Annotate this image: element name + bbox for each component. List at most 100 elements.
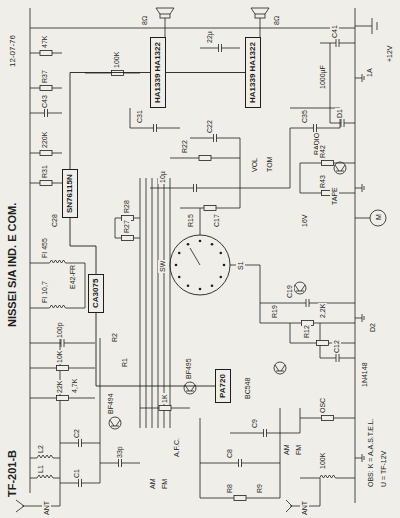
ic-type: PA720 xyxy=(218,374,228,398)
component-label: E42-FR xyxy=(68,264,77,290)
capacitor-symbol xyxy=(344,119,345,127)
wire xyxy=(60,483,79,484)
component-label: R2 xyxy=(110,332,119,343)
wire xyxy=(69,398,96,399)
coil-symbol xyxy=(50,305,66,308)
component-label: D1 xyxy=(335,108,344,119)
transistor-base xyxy=(186,391,194,392)
transistor-symbol xyxy=(109,417,121,429)
component-label: 1A xyxy=(365,67,374,78)
antenna-symbol xyxy=(16,500,24,512)
capacitor-symbol xyxy=(153,124,154,132)
capacitor-symbol xyxy=(156,124,157,132)
switch-contact xyxy=(187,284,190,287)
wire xyxy=(355,218,370,219)
wire xyxy=(180,208,204,209)
meter-symbol xyxy=(370,210,386,226)
wire xyxy=(300,163,322,164)
wire xyxy=(115,238,122,239)
capacitor-symbol xyxy=(341,119,342,127)
wire xyxy=(290,343,317,344)
wire xyxy=(300,163,301,193)
component-label: R19 xyxy=(270,304,279,319)
signal-wire xyxy=(166,72,245,73)
wire xyxy=(48,113,63,114)
switch-contact xyxy=(211,243,214,246)
wire xyxy=(336,478,356,479)
component-label: R9 xyxy=(255,483,264,494)
resistor-symbol xyxy=(40,51,52,56)
ground-symbol xyxy=(362,454,363,462)
wire xyxy=(267,433,301,434)
component-label: R1 xyxy=(120,357,129,368)
wire xyxy=(190,138,214,139)
wire xyxy=(330,43,331,123)
ic-package: HA1339 HA1322 xyxy=(150,37,166,108)
component-label: R31 xyxy=(40,164,49,179)
capacitor-symbol xyxy=(336,39,337,47)
wire xyxy=(100,463,119,464)
wire xyxy=(290,108,340,128)
transistor-base xyxy=(296,291,304,292)
switch-contact xyxy=(219,252,222,255)
component-label: C19 xyxy=(285,284,294,299)
transistor-emitter xyxy=(341,165,345,171)
component-label: FM xyxy=(160,478,169,490)
component-label: 22µ xyxy=(205,30,214,44)
capacitor-symbol xyxy=(216,134,217,142)
wire xyxy=(240,138,241,208)
resistor-symbol xyxy=(57,396,69,401)
sheet-heading: NISSEI S/A IND. E COM. xyxy=(6,202,19,328)
ground-symbol xyxy=(364,456,365,460)
component-label: 100K xyxy=(318,452,327,470)
wire xyxy=(122,463,141,464)
ground-symbol xyxy=(364,316,365,320)
wire xyxy=(300,478,320,479)
resistor-symbol xyxy=(57,366,69,371)
component-label: R12 xyxy=(302,324,311,339)
component-label: OSC xyxy=(318,397,327,414)
capacitor-symbol xyxy=(306,299,307,307)
ground-wire xyxy=(355,188,362,189)
wire xyxy=(30,308,50,309)
capacitor-symbol xyxy=(339,39,340,47)
switch-contact xyxy=(199,288,202,291)
wire xyxy=(222,48,241,49)
wire xyxy=(30,113,45,114)
transistor-symbol xyxy=(184,382,196,394)
wire xyxy=(52,153,62,154)
wire xyxy=(309,303,355,304)
component-label: 33p xyxy=(115,445,124,459)
wire xyxy=(330,123,341,124)
switch-bus-wire xyxy=(164,178,165,428)
switch-contact xyxy=(199,240,202,243)
wire xyxy=(66,308,86,309)
component-label: S1 xyxy=(236,260,245,271)
capacitor-symbol xyxy=(266,429,267,437)
component-label: BF494 xyxy=(106,392,115,415)
resistor-symbol xyxy=(322,416,334,421)
wire xyxy=(30,53,40,54)
component-label: FI 455 xyxy=(40,237,49,259)
antenna-wire xyxy=(22,506,60,507)
ic-package: HA1339 HA1322 xyxy=(245,37,261,108)
wire xyxy=(115,218,122,219)
switch-contact xyxy=(211,284,214,287)
antenna-symbol xyxy=(286,500,292,512)
transistor-emitter xyxy=(116,420,120,426)
component-label: C9 xyxy=(250,418,259,429)
component-label: 2,2K xyxy=(318,303,327,319)
component-label: C17 xyxy=(212,213,221,228)
transistor-emitter xyxy=(281,365,285,371)
capacitor-symbol xyxy=(81,479,82,487)
wire xyxy=(230,265,260,323)
wire xyxy=(30,343,61,344)
wire xyxy=(290,128,314,129)
component-label: OBS: K = A.A.S.T.E.L. xyxy=(366,417,375,488)
capacitor-symbol xyxy=(213,134,214,142)
component-label: R43 xyxy=(318,174,327,189)
switch-bus-wire xyxy=(170,178,171,428)
component-label: C22 xyxy=(205,119,214,134)
wire xyxy=(246,498,280,499)
